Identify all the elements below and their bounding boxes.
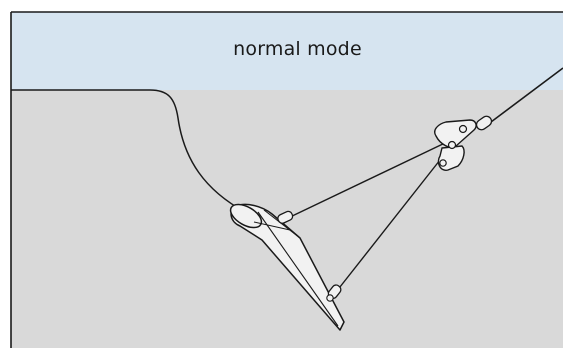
anchor-shank-edge-2	[263, 209, 301, 239]
upper-shackle	[277, 210, 294, 224]
water-area	[11, 12, 563, 90]
mode-label: normal mode	[233, 38, 362, 60]
anchor-rib	[253, 221, 291, 231]
lower-bridle-line	[335, 159, 441, 293]
anchor-roll-bar	[229, 203, 263, 229]
lower-shackle-pin	[326, 294, 334, 302]
anchor	[229, 203, 345, 331]
rode-shackle	[475, 115, 493, 131]
main-rode	[486, 67, 563, 126]
trailing-line	[11, 89, 246, 213]
bridle-plate	[434, 115, 493, 171]
plate-pin-middle	[447, 140, 457, 150]
anchor-shank-edge	[257, 211, 339, 327]
plate-pin-upper	[458, 124, 468, 134]
plate-pin-lower	[439, 159, 447, 167]
upper-bridle-line	[287, 141, 448, 219]
